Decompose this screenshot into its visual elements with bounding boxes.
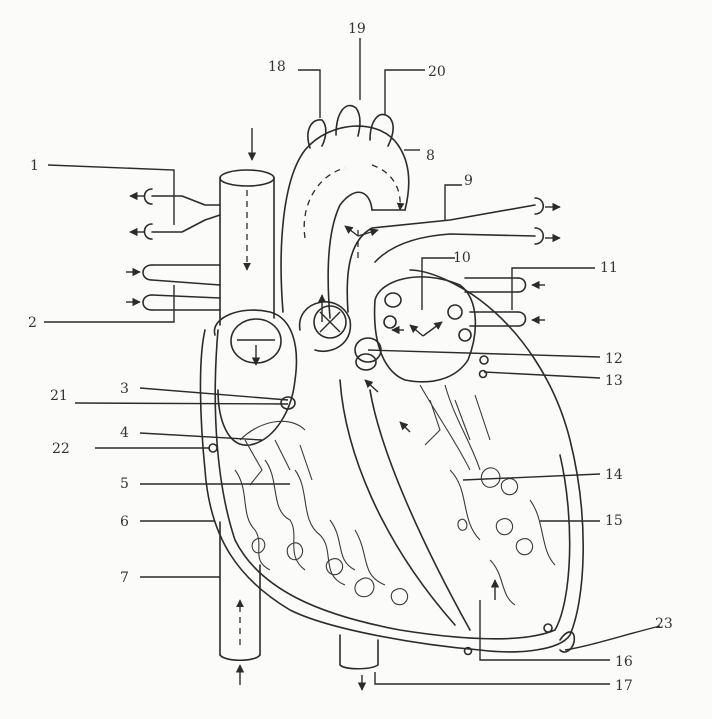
- label-4: 4: [120, 425, 129, 441]
- label-7: 7: [120, 570, 129, 586]
- label-18: 18: [268, 59, 286, 75]
- label-13: 13: [605, 373, 623, 389]
- right-ventricle: [235, 421, 408, 604]
- label-5: 5: [120, 476, 129, 492]
- label-15: 15: [605, 513, 623, 529]
- label-12: 12: [605, 351, 623, 367]
- semilunar-valves: [300, 302, 381, 370]
- right-atrium: [209, 310, 296, 452]
- label-14: 14: [605, 467, 623, 483]
- right-pulmonary-arteries: [130, 189, 220, 239]
- label-3: 3: [120, 381, 129, 397]
- label-10: 10: [453, 250, 471, 266]
- label-17: 17: [615, 678, 633, 694]
- interventricular-septum: [340, 380, 470, 630]
- label-9: 9: [464, 173, 473, 189]
- superior-vena-cava: [220, 128, 274, 325]
- left-pulmonary-veins: [465, 278, 545, 326]
- label-1: 1: [30, 158, 39, 174]
- label-19: 19: [348, 21, 366, 37]
- label-22: 22: [52, 441, 70, 457]
- label-21: 21: [50, 388, 68, 404]
- label-8: 8: [426, 148, 435, 164]
- number-labels: 1 2 3 4 5 6 7 8 9 10 11 12 13 14 15 16 1…: [28, 21, 673, 694]
- label-23: 23: [655, 616, 673, 632]
- label-2: 2: [28, 315, 37, 331]
- aortic-arch: [281, 106, 409, 322]
- label-6: 6: [120, 514, 129, 530]
- label-16: 16: [615, 654, 633, 670]
- label-20: 20: [428, 64, 446, 80]
- label-11: 11: [600, 260, 618, 276]
- right-pulmonary-veins: [126, 265, 220, 310]
